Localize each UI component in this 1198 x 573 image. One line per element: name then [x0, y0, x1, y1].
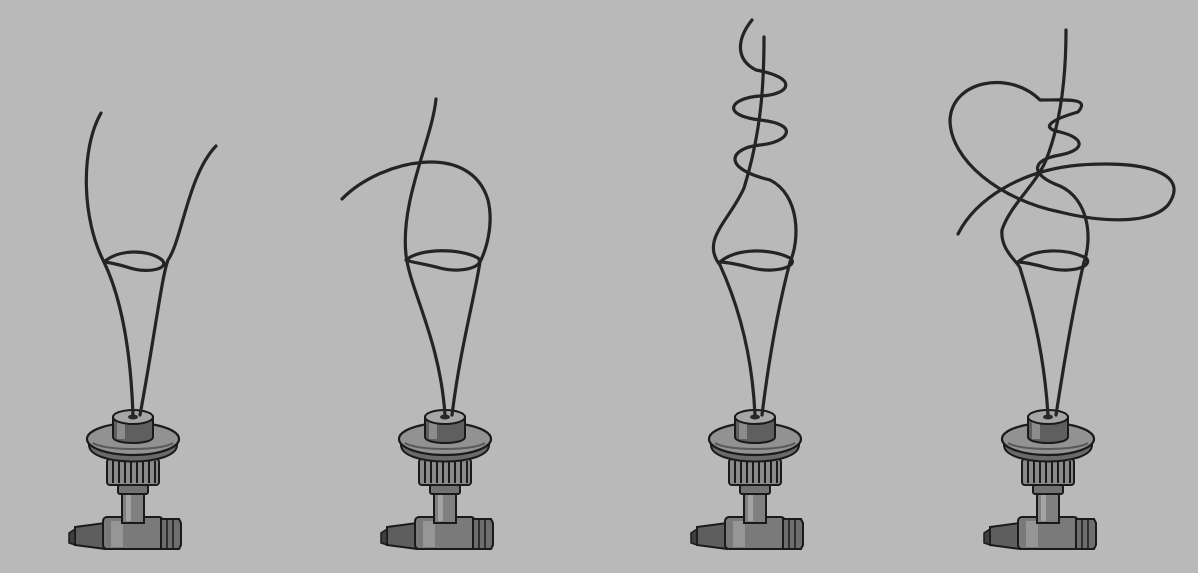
valve-fitting-icon: [381, 410, 493, 549]
knot-strand-icon: [86, 113, 216, 415]
valve-fitting-icon: [69, 410, 181, 549]
panel-2: [342, 99, 493, 549]
knot-strand-icon: [342, 99, 490, 415]
valve-fitting-icon: [984, 410, 1096, 549]
knot-strand-icon: [950, 30, 1174, 415]
valve-fitting-icon: [691, 410, 803, 549]
panel-4: [950, 30, 1174, 549]
panel-1: [69, 113, 216, 549]
panel-3: [691, 20, 803, 549]
knot-strand-icon: [713, 20, 796, 415]
